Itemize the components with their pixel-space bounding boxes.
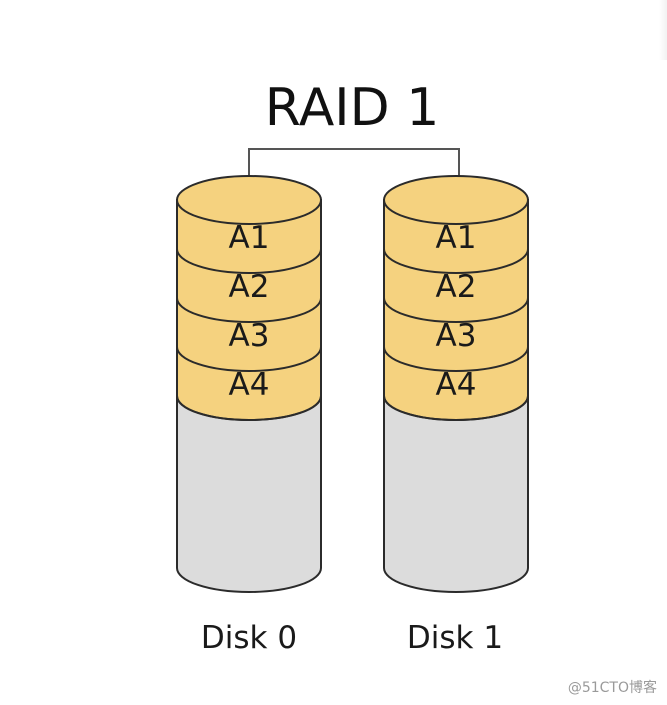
block-label-a3: A3 — [229, 318, 270, 354]
disk-0-label: Disk 0 — [201, 620, 297, 656]
block-separator — [383, 395, 529, 421]
watermark: @51CTO博客 — [567, 680, 657, 696]
block-separator — [383, 346, 529, 372]
block-separator — [383, 297, 529, 323]
block-label-a4: A4 — [229, 367, 270, 403]
block-label-a3: A3 — [436, 318, 477, 354]
block-label-a2: A2 — [229, 269, 270, 305]
block-separator — [176, 248, 322, 274]
edge-shadow — [659, 0, 667, 60]
block-separator — [176, 297, 322, 323]
disk-top — [176, 175, 322, 225]
block-separator — [383, 248, 529, 274]
block-label-a1: A1 — [436, 220, 477, 256]
block-separator — [176, 395, 322, 421]
block-label-a2: A2 — [436, 269, 477, 305]
block-separator — [176, 346, 322, 372]
block-label-a4: A4 — [436, 367, 477, 403]
disk-top — [383, 175, 529, 225]
mirror-connector — [248, 148, 460, 197]
block-label-a1: A1 — [229, 220, 270, 256]
disk-1-label: Disk 1 — [407, 620, 503, 656]
diagram-title: RAID 1 — [265, 78, 440, 138]
